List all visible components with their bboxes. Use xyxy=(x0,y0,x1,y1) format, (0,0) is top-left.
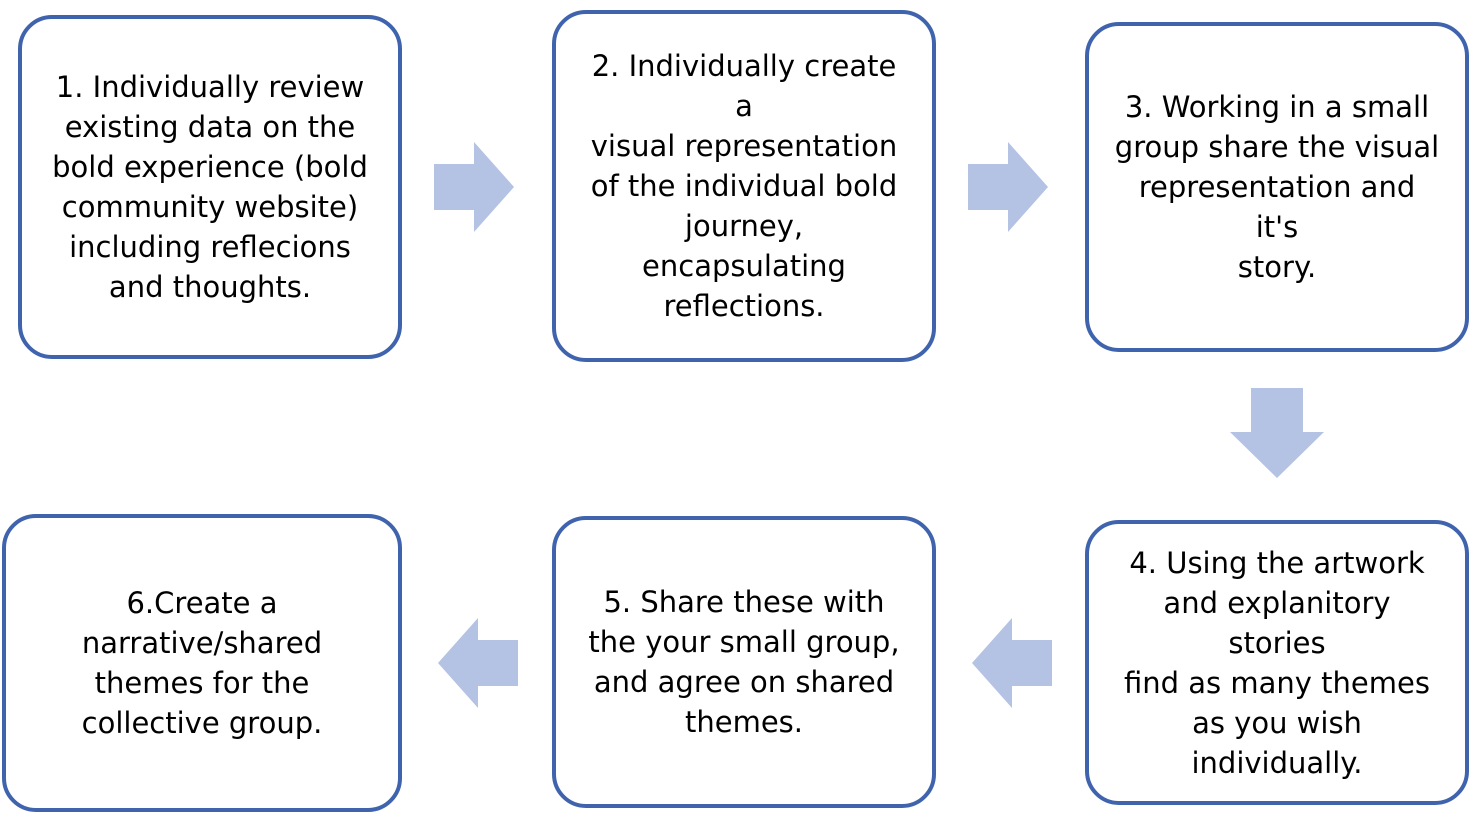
right-arrow-icon xyxy=(434,142,514,232)
step-4-text: 4. Using the artwork and explanitory sto… xyxy=(1124,545,1430,780)
step-5-box: 5. Share these with the your small group… xyxy=(552,516,936,808)
right-arrow-icon xyxy=(968,142,1048,232)
arrow-step2-to-step3 xyxy=(968,142,1048,232)
step-3-text: 3. Working in a small group share the vi… xyxy=(1114,90,1440,284)
left-arrow-icon xyxy=(438,618,518,708)
step-2-text: 2. Individually create a visual represen… xyxy=(590,49,898,323)
arrow-step1-to-step2 xyxy=(434,142,514,232)
arrow-step3-to-step4 xyxy=(1230,388,1324,478)
arrow-step5-to-step6 xyxy=(438,618,518,708)
down-arrow-icon xyxy=(1230,388,1324,478)
left-arrow-icon xyxy=(972,618,1052,708)
step-5-text: 5. Share these with the your small group… xyxy=(588,585,900,739)
step-6-box: 6.Create a narrative/shared themes for t… xyxy=(2,514,402,812)
step-1-text: 1. Individually review existing data on … xyxy=(52,70,368,304)
step-3-box: 3. Working in a small group share the vi… xyxy=(1085,22,1469,352)
step-1-box: 1. Individually review existing data on … xyxy=(18,15,402,359)
step-2-box: 2. Individually create a visual represen… xyxy=(552,10,936,362)
step-6-text: 6.Create a narrative/shared themes for t… xyxy=(81,586,323,740)
arrow-step4-to-step5 xyxy=(972,618,1052,708)
step-4-box: 4. Using the artwork and explanitory sto… xyxy=(1085,520,1469,805)
